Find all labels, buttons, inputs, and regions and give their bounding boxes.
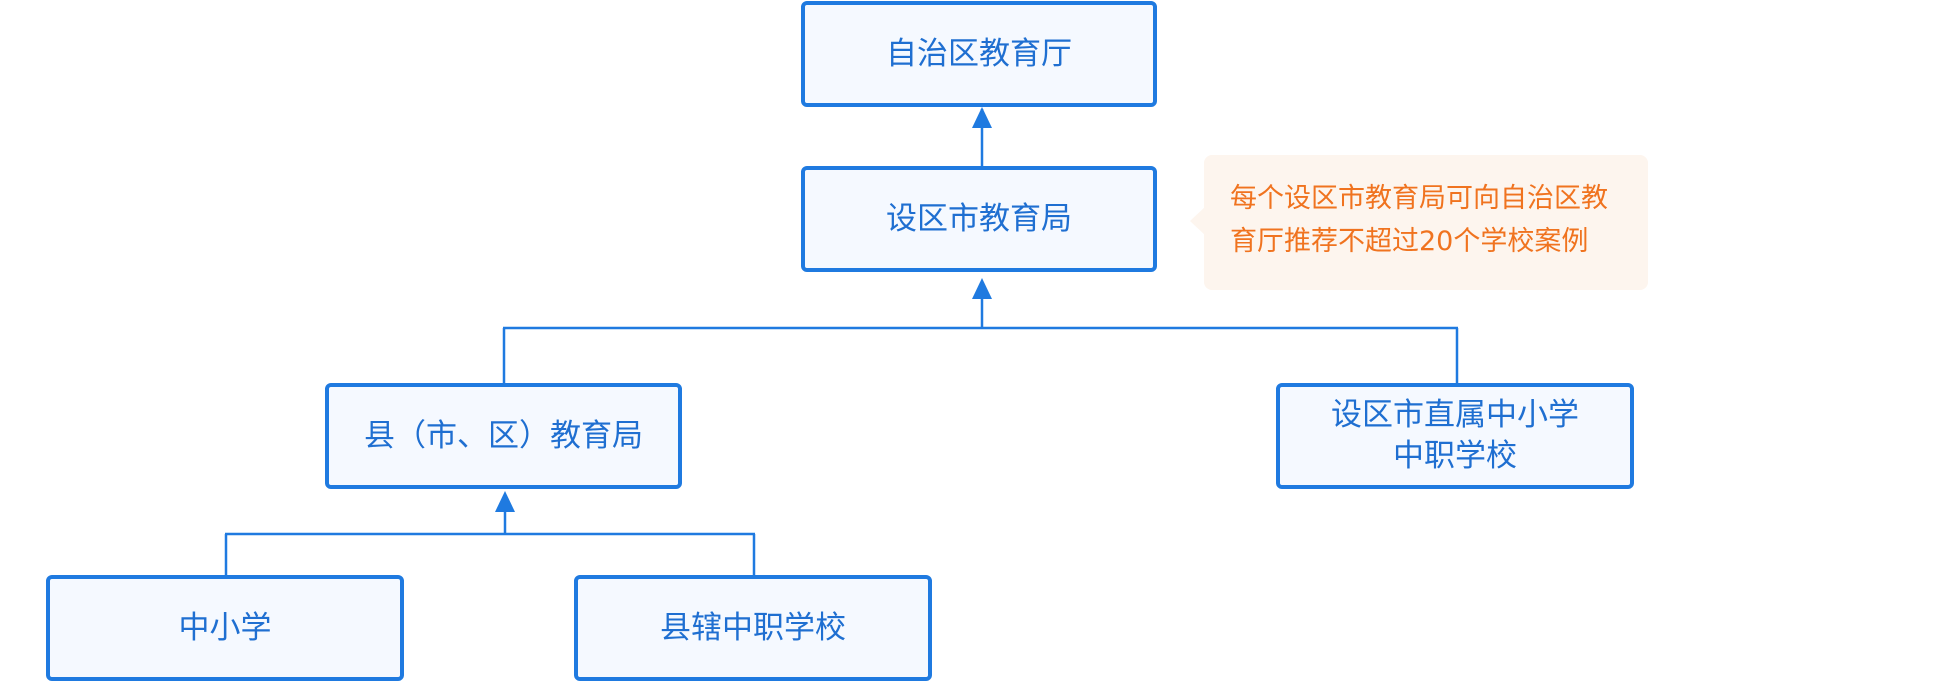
node-county-bureau: 县（市、区）教育局: [325, 383, 682, 489]
connector-level2-to-city: [502, 278, 1459, 383]
connector-schools-to-county: [224, 491, 756, 575]
note-pointer: [1190, 207, 1205, 235]
arrowhead: [972, 278, 992, 299]
node-city-direct-schools: 设区市直属中小学 中职学校: [1276, 383, 1634, 489]
node-city-bureau: 设区市教育局: [801, 166, 1157, 272]
node-label: 自治区教育厅: [886, 35, 1072, 72]
node-label: 县（市、区）教育局: [364, 417, 643, 454]
node-county-vocational: 县辖中职学校: [574, 575, 932, 681]
node-label: 设区市教育局: [886, 200, 1072, 237]
node-primary-secondary: 中小学: [46, 575, 404, 681]
arrowhead: [972, 107, 992, 128]
connector-city-to-dept: [972, 107, 992, 166]
node-label: 县辖中职学校: [660, 609, 846, 646]
node-label-line-2: 中职学校: [1393, 438, 1517, 474]
recommendation-note: 每个设区市教育局可向自治区教 育厅推荐不超过20个学校案例: [1204, 155, 1648, 290]
arrowhead: [495, 491, 515, 512]
node-education-dept: 自治区教育厅: [801, 1, 1157, 107]
note-line-1: 每个设区市教育局可向自治区教: [1230, 183, 1608, 214]
node-label-line-1: 设区市直属中小学: [1331, 397, 1579, 433]
note-line-2: 育厅推荐不超过20个学校案例: [1230, 226, 1589, 257]
node-label: 中小学: [178, 609, 272, 646]
